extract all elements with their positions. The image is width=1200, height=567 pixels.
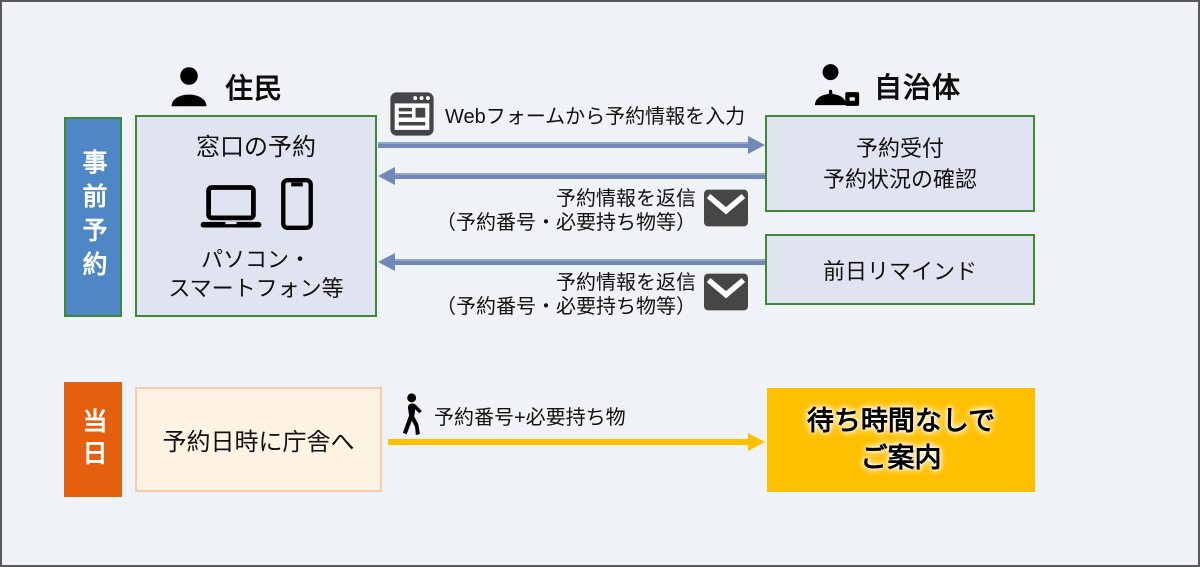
municipality-actor: 自治体 xyxy=(808,63,961,109)
reply-arrow-1-label: 予約情報を返信 （予約番号・必要持ち物等） xyxy=(390,187,696,235)
web-form-icon xyxy=(390,92,434,136)
result-line-1: 待ち時間なしで xyxy=(806,406,996,436)
result-box: 待ち時間なしで ご案内 xyxy=(767,388,1035,492)
visit-label: 予約日時に庁舎へ xyxy=(162,429,355,456)
resident-actor: 住民 xyxy=(167,65,283,109)
reply-arrow-2-label: 予約情報を返信 （予約番号・必要持ち物等） xyxy=(390,271,696,319)
resident-label: 住民 xyxy=(225,73,284,104)
reservation-channel-box: 窓口の予約 パソコン・ スマートフォン等 xyxy=(135,115,377,317)
reply-2-line-1: 予約情報を返信 xyxy=(556,272,696,294)
visit-box: 予約日時に庁舎へ xyxy=(135,387,382,492)
reply-1-line-2: （予約番号・必要持ち物等） xyxy=(436,212,696,234)
reply-arrow-1 xyxy=(378,167,765,185)
request-arrow xyxy=(378,136,765,154)
reception-box: 予約受付 予約状況の確認 xyxy=(765,115,1035,212)
channel-box-title: 窓口の予約 xyxy=(196,134,316,161)
reminder-box: 前日リマインド xyxy=(765,234,1035,305)
walk-arrow xyxy=(388,433,765,451)
caption-line-1: パソコン・ xyxy=(200,247,311,272)
municipality-label: 自治体 xyxy=(874,72,962,103)
channel-box-caption: パソコン・ スマートフォン等 xyxy=(168,245,343,303)
envelope-icon xyxy=(704,273,748,311)
walking-person-icon xyxy=(402,393,422,435)
reply-2-line-2: （予約番号・必要持ち物等） xyxy=(436,296,696,318)
reception-line-2: 予約状況の確認 xyxy=(822,166,977,192)
person-icon xyxy=(171,67,207,107)
result-line-2: ご案内 xyxy=(860,443,942,473)
reception-line-1: 予約受付 xyxy=(855,135,944,161)
caption-line-2: スマートフォン等 xyxy=(168,276,344,301)
stage-pre-reservation: 事前予約 xyxy=(64,117,122,317)
reply-1-line-1: 予約情報を返信 xyxy=(556,188,696,210)
envelope-icon xyxy=(704,189,748,227)
business-person-icon xyxy=(814,64,860,106)
stage-same-day: 当日 xyxy=(64,382,122,497)
reply-arrow-2 xyxy=(378,253,765,271)
walk-arrow-label: 予約番号+必要持ち物 xyxy=(434,407,626,429)
reminder-label: 前日リマインド xyxy=(822,258,977,284)
device-icons xyxy=(199,177,313,230)
laptop-icon xyxy=(200,184,262,227)
smartphone-icon xyxy=(281,177,313,230)
request-arrow-label: Webフォームから予約情報を入力 xyxy=(445,106,746,128)
